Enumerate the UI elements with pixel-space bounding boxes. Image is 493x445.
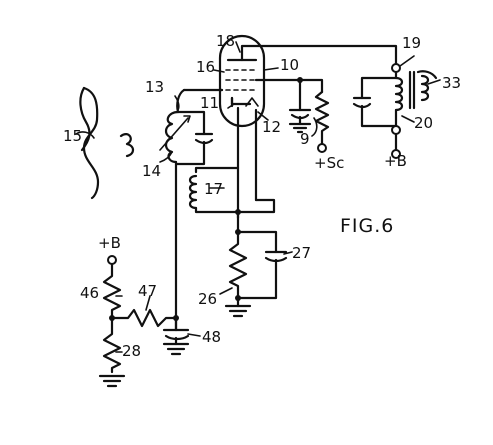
ref-26: 26	[198, 290, 217, 308]
ref-33: 33	[442, 74, 461, 92]
tank-bottom-terminal	[391, 125, 401, 135]
ref-20: 20	[414, 114, 433, 132]
tuned-input-circuit-13-14	[159, 88, 224, 332]
figure-label: FIG.6	[340, 215, 394, 237]
ref-17: 17	[204, 180, 223, 198]
loop-antenna-15	[75, 86, 135, 200]
ref-28: 28	[122, 342, 141, 360]
bias-network-46-47-28-48	[98, 255, 190, 388]
ref-10: 10	[280, 56, 299, 74]
ref-19: 19	[402, 34, 421, 52]
ref-46: 46	[80, 284, 99, 302]
ref-15: 15	[63, 127, 82, 145]
b-plus-terminal-right	[391, 149, 401, 159]
ref-48: 48	[202, 328, 221, 346]
b-plus-label-right: +B	[384, 152, 407, 170]
ref-14: 14	[142, 162, 161, 180]
ref-47: 47	[138, 282, 157, 300]
ref-11: 11	[200, 94, 219, 112]
screen-supply-label: +Sc	[314, 154, 344, 172]
ref-13: 13	[145, 78, 164, 96]
ref-18: 18	[216, 32, 235, 50]
ref-16: 16	[196, 58, 215, 76]
b-plus-terminal-left	[107, 255, 117, 265]
b-plus-label-left: +B	[98, 234, 121, 252]
ref-27: 27	[292, 244, 311, 262]
output-tank-19-20	[352, 63, 438, 159]
screen-supply-terminal	[317, 143, 327, 153]
screen-bypass-9	[288, 77, 330, 153]
ref-9: 9	[300, 130, 310, 148]
ref-12: 12	[262, 118, 281, 136]
tank-top-terminal	[391, 63, 401, 73]
leader-lines	[115, 41, 441, 353]
cathode-network-17-26-27	[188, 122, 288, 318]
vacuum-tube-10	[218, 34, 398, 212]
